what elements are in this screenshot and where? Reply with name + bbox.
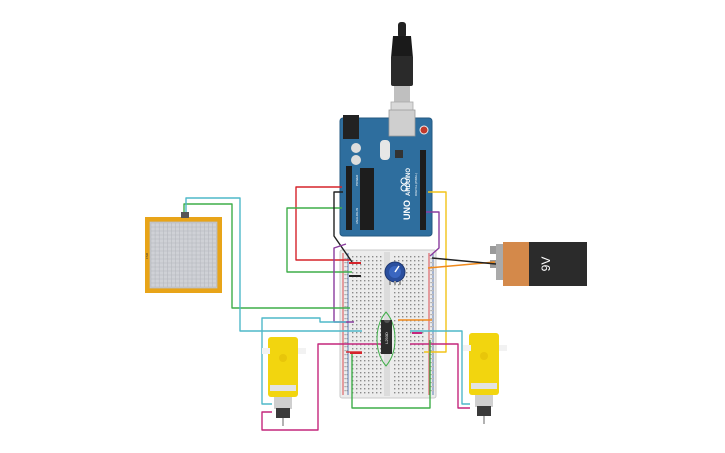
arduino-analog-header-label: ANALOG IN — [355, 208, 359, 224]
driver-ic-label: L293D — [384, 332, 389, 344]
wire-green-ic-ring — [376, 311, 396, 367]
wire-sensor-green — [183, 203, 350, 309]
potentiometer[interactable] — [384, 261, 406, 285]
motor-driver-ic[interactable]: L293D — [381, 320, 392, 354]
arduino-model-label: UNO — [402, 200, 412, 220]
wires — [183, 186, 497, 431]
arduino-power-header-label: POWER — [355, 174, 359, 186]
wire-purple-right — [426, 211, 440, 257]
wire-green-bottom — [351, 340, 431, 409]
wire-sensor-cyan — [185, 197, 362, 332]
sensor-label: FSR — [145, 252, 149, 259]
wire-cyan-right — [410, 330, 470, 405]
battery-label: 9V — [539, 257, 553, 272]
arduino-digital-header-label: DIGITAL (PWM~) — [414, 173, 418, 196]
wire-red — [295, 186, 350, 261]
wire-green — [286, 207, 352, 273]
battery-9v[interactable]: 9V — [490, 242, 587, 286]
force-sensor[interactable] — [145, 212, 222, 293]
dc-motor-right[interactable] — [463, 333, 507, 424]
arduino-brand-label: ARDUINO — [406, 168, 412, 196]
fsr-grid — [150, 222, 217, 288]
wire-magenta-left — [261, 343, 382, 431]
arduino-logo-icon — [400, 177, 408, 192]
wire-cyan-left — [261, 317, 346, 405]
dc-motor-left[interactable] — [262, 337, 306, 426]
wire-magenta-right — [410, 343, 470, 409]
arduino-uno[interactable]: ARDUINO UNO DIGITAL (PWM~) POWER ANALOG … — [339, 109, 433, 237]
breadboard-jumpers — [349, 262, 422, 354]
wire-battery-black — [431, 257, 497, 265]
usb-cable[interactable] — [390, 22, 414, 137]
wire-yellow — [424, 191, 447, 353]
wire-black — [333, 191, 353, 263]
